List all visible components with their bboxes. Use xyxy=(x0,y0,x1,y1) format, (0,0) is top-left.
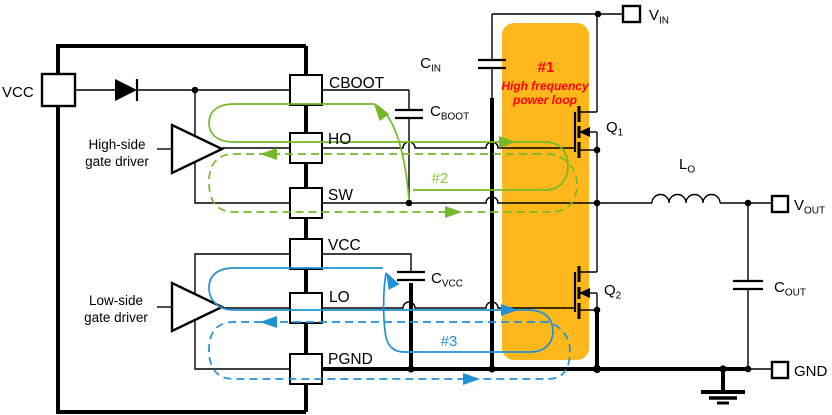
loop2-arrow-icon xyxy=(445,206,462,218)
vin-label: VIN xyxy=(649,7,669,27)
low-side-driver-label: Low-side xyxy=(89,293,143,308)
loop1-highlight-region xyxy=(502,23,589,360)
pin-vcc xyxy=(289,238,323,270)
vout-label: VOUT xyxy=(794,197,825,217)
loop1-tag: #1 xyxy=(538,59,555,76)
terminal-vcc xyxy=(40,72,77,108)
loop3-arrow-icon xyxy=(501,304,518,316)
loop3-arrow-icon xyxy=(260,316,277,328)
pin-label-cboot: CBOOT xyxy=(329,75,385,92)
pin-label-sw: SW xyxy=(328,187,353,204)
cin-label: CIN xyxy=(420,55,441,75)
q1-body-arrow-icon xyxy=(579,127,590,137)
vcc-net-wire xyxy=(322,253,412,272)
lo-wire-right xyxy=(322,301,575,309)
vcc-terminal-label: VCC xyxy=(2,84,34,101)
loop3-charge-path xyxy=(208,267,554,353)
pin-sw xyxy=(289,187,323,219)
high-side-driver-rail xyxy=(194,90,290,204)
loop2-charge-path xyxy=(208,103,569,201)
high-side-driver-icon xyxy=(170,123,225,175)
pin-label-ho: HO xyxy=(328,131,351,148)
ho-wire-right xyxy=(322,141,575,149)
gnd-label: GND xyxy=(794,363,828,380)
pin-label-vcc: VCC xyxy=(328,237,361,254)
loop1-desc: power loop xyxy=(512,93,577,107)
loop2-arrow-icon xyxy=(374,104,390,122)
loop2-discharge-path xyxy=(208,153,578,213)
loop3-arrow-icon xyxy=(386,272,400,290)
ic-package-outline xyxy=(56,44,306,414)
loop3-discharge-path xyxy=(208,321,571,380)
terminal-gnd xyxy=(770,360,790,380)
loop3-tag: #3 xyxy=(441,333,458,350)
pin-cboot xyxy=(289,74,323,106)
loop2-tag: #2 xyxy=(432,170,449,187)
q2-label: Q2 xyxy=(604,282,622,302)
high-side-driver-label: High-side xyxy=(88,137,145,152)
loop2-arrow-icon xyxy=(260,148,277,160)
low-side-driver-icon xyxy=(170,281,225,333)
q1-label: Q1 xyxy=(606,119,624,139)
junction-dots xyxy=(191,10,752,373)
pin-lo xyxy=(289,292,323,324)
inductor-label: LO xyxy=(679,156,695,176)
loop2-arrow-icon xyxy=(499,136,516,148)
bootstrap-diode-icon xyxy=(115,79,137,101)
loop1-desc: High frequency xyxy=(501,79,590,93)
cvcc-label: CVCC xyxy=(431,270,463,290)
loop3-arrow-icon xyxy=(463,373,480,385)
cout-label: COUT xyxy=(774,279,806,299)
terminal-vout xyxy=(770,194,790,214)
output-inductor-icon xyxy=(651,193,721,204)
pin-label-pgnd: PGND xyxy=(328,351,373,368)
pin-label-lo: LO xyxy=(329,289,350,306)
pin-ho xyxy=(289,132,323,164)
terminal-vin xyxy=(621,4,642,24)
high-side-driver-label: gate driver xyxy=(85,154,149,169)
cboot-label: CBOOT xyxy=(430,103,469,123)
low-side-driver-label: gate driver xyxy=(84,310,148,325)
q2-body-arrow-icon xyxy=(579,288,590,298)
